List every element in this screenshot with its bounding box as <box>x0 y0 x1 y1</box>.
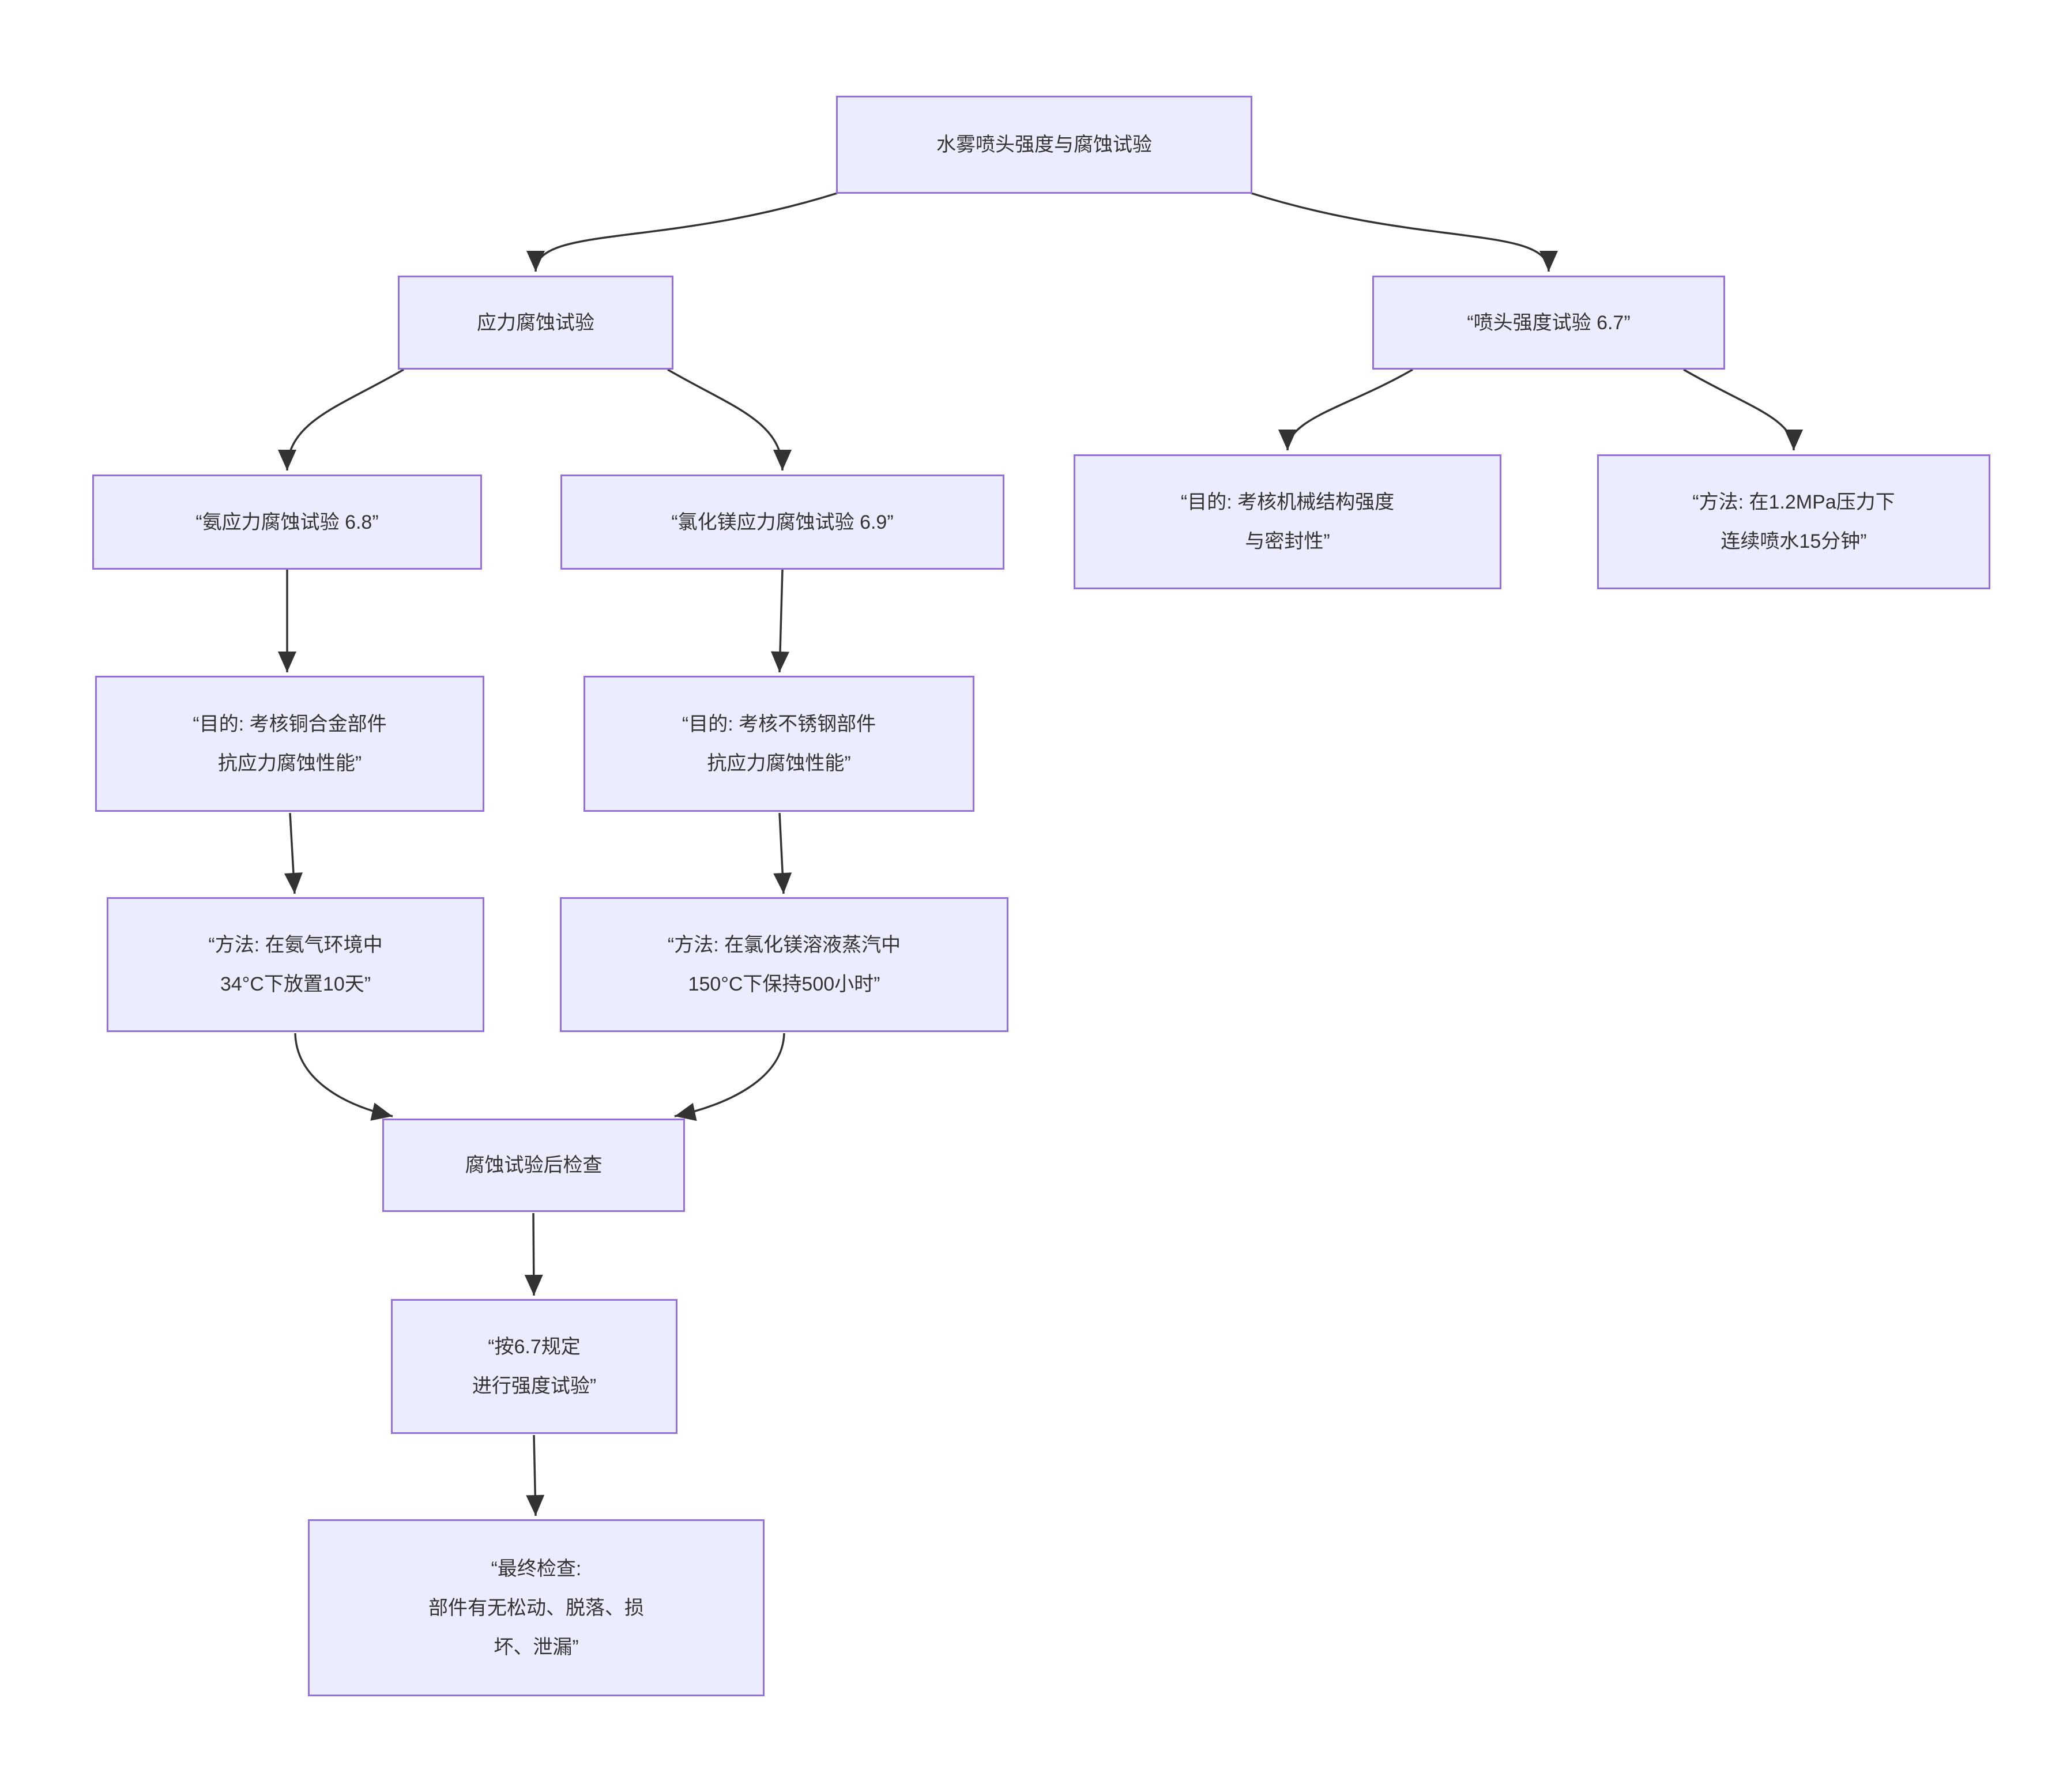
edge-strength-test-final-check <box>526 1435 545 1516</box>
edge-purpose-steel-method-mgcl <box>773 812 792 894</box>
node-final-check: “最终检查: 部件有无松动、脱落、损 坏、泄漏” <box>308 1519 765 1696</box>
node-nozzle-strength-test-6-7: “喷头强度试验 6.7” <box>1372 276 1725 370</box>
edge-method-ammonia-inspection <box>294 1033 393 1121</box>
edge-stress-mgcl69 <box>667 368 792 471</box>
node-ammonia-stress-corrosion-6-8: “氨应力腐蚀试验 6.8” <box>92 475 482 570</box>
node-purpose-copper-alloy: “目的: 考核铜合金部件 抗应力腐蚀性能” <box>95 676 484 812</box>
edge-mgcl69-purpose-steel <box>771 569 790 673</box>
edge-stress-ammonia68 <box>278 368 404 471</box>
edge-root-stress <box>526 192 838 272</box>
node-strength-test-per-6-7: “按6.7规定 进行强度试验” <box>391 1299 677 1434</box>
node-method-ammonia-environment: “方法: 在氨气环境中 34°C下放置10天” <box>107 897 484 1032</box>
edge-strength67-purpose-mech <box>1278 368 1413 451</box>
node-post-corrosion-inspection: 腐蚀试验后检查 <box>382 1119 685 1212</box>
node-root-title: 水雾喷头强度与腐蚀试验 <box>836 96 1252 194</box>
node-purpose-stainless-steel: “目的: 考核不锈钢部件 抗应力腐蚀性能” <box>583 676 974 812</box>
edge-purpose-copper-method-ammonia <box>284 812 303 894</box>
node-magnesium-chloride-stress-corrosion-6-9: “氯化镁应力腐蚀试验 6.9” <box>560 475 1004 570</box>
edge-strength67-method-water <box>1683 368 1803 451</box>
edge-inspection-strength-test <box>524 1213 543 1296</box>
node-purpose-mechanical-strength: “目的: 考核机械结构强度 与密封性” <box>1074 454 1501 589</box>
node-method-water-spray: “方法: 在1.2MPa压力下 连续喷水15分钟” <box>1597 454 1990 589</box>
edge-method-mgcl-inspection <box>674 1033 785 1121</box>
node-stress-corrosion-test: 应力腐蚀试验 <box>398 276 673 370</box>
edge-root-strength67 <box>1251 192 1558 272</box>
node-method-magnesium-chloride-vapor: “方法: 在氯化镁溶液蒸汽中 150°C下保持500小时” <box>560 897 1008 1032</box>
